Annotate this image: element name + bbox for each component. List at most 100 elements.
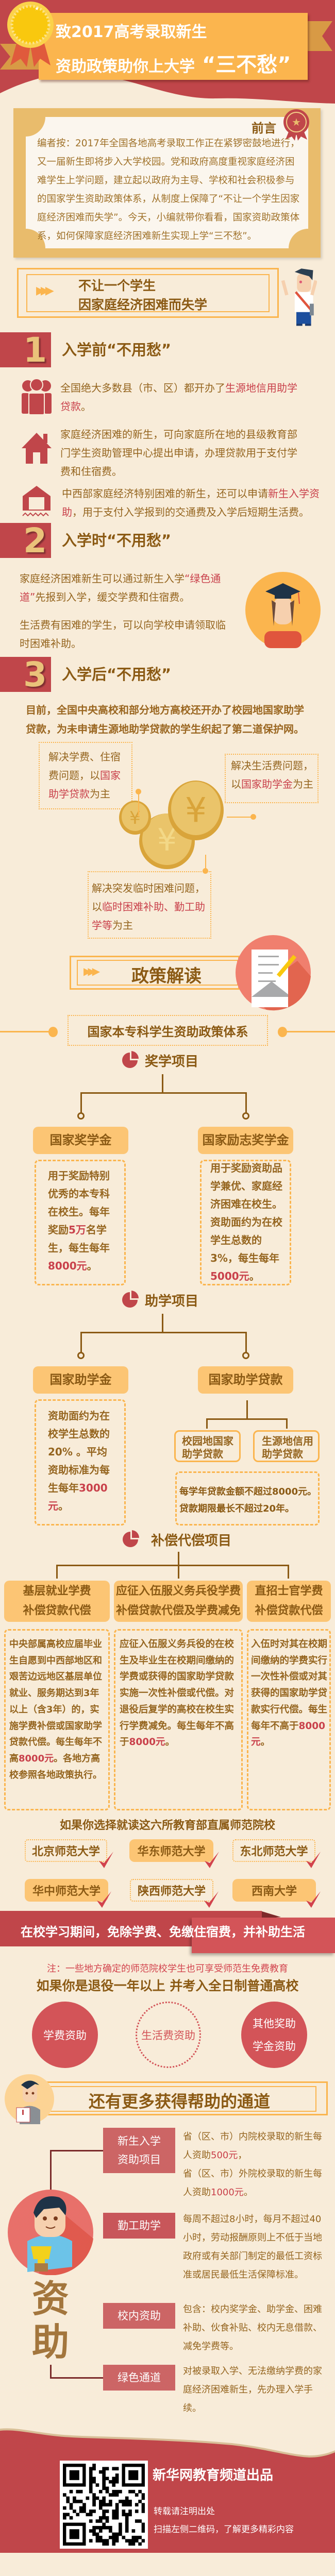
military-desc-box bbox=[114, 1629, 243, 1810]
side-label-zi: 资 bbox=[32, 2277, 70, 2320]
section-2-paragraph-2: 生活费有困难的学生，可以向学校申请领取临时困难补助。 bbox=[20, 616, 232, 653]
connector-line bbox=[205, 855, 206, 870]
header-line: 补偿贷款代偿及学费减免 bbox=[115, 1604, 241, 1617]
connector-line bbox=[227, 817, 254, 818]
text-segment: 用于奖励资助品学兼优、家庭经济困难在校生。资助面约为在校学生总数的3%，每生每年 bbox=[210, 1162, 282, 1264]
tree-line bbox=[80, 1092, 247, 1094]
university-item[interactable]: 北京师范大学 bbox=[25, 1839, 107, 1862]
military-compensation-header: 应征入伍服义务兵役学费补偿贷款代偿及学费减免 bbox=[114, 1581, 243, 1622]
text-segment: 入伍时对其在校期间缴纳的学费实行一次性补偿或对其获得的国家助学贷款实行代偿。每生… bbox=[251, 1639, 328, 1732]
highlight-text: 国家助学贷款 bbox=[48, 769, 121, 800]
header-line: 补偿贷款代偿 bbox=[23, 1604, 91, 1617]
text-segment: 每周不超过8小时，每月不超过40小时，劳动报酬原则上不低于当地政府或有关部门制定… bbox=[183, 2214, 322, 2280]
military-desc: 应征入伍服义务兵役的在校生及毕业生在校期间缴纳的学费或获得的国家助学贷款实施一次… bbox=[120, 1636, 238, 1751]
tree-line bbox=[56, 1565, 58, 1579]
university-item[interactable]: 西南大学 bbox=[232, 1879, 316, 1902]
section-3: 3 入学后“不用愁” 目前，全国中央高校和部分地方高校还开办了校园地国家助学贷款… bbox=[0, 655, 335, 940]
text-segment: 解决学费、住宿费问题，以 bbox=[48, 751, 121, 782]
tree-line bbox=[286, 1418, 288, 1429]
checkmark-icon bbox=[204, 1851, 220, 1871]
timeline-line bbox=[50, 2150, 103, 2151]
tree-line bbox=[162, 1314, 163, 1333]
header-line: 补偿贷款代偿 bbox=[255, 1604, 323, 1617]
tree-line bbox=[162, 1074, 163, 1093]
loan-term-text: 贷款期限最长不超过20年。 bbox=[179, 1503, 295, 1514]
national-scholarship-box bbox=[35, 1160, 126, 1285]
footer-section: 新华网教育频道出品 转载请注明出处 扫描左侧二维码，了解更多精彩内容 bbox=[0, 2427, 335, 2553]
preface-card bbox=[26, 117, 308, 248]
reprint-note: 转载请注明出处 bbox=[154, 2506, 215, 2517]
svg-text:¥: ¥ bbox=[185, 790, 207, 830]
loan-amount-text: 每学年贷款金额不超过8000元。 bbox=[179, 1486, 317, 1497]
tuition-box bbox=[39, 742, 132, 809]
text-segment: 解决突发临时困难问题，以 bbox=[92, 882, 205, 913]
header-section: 致2017高考录取新生 资助政策助你上大学“三不愁” ★ bbox=[0, 0, 335, 106]
student-illustration bbox=[281, 268, 317, 326]
timeline-item-freshman-aid: 新生入学资助项目 bbox=[103, 2128, 175, 2173]
section-1-item-1: 全国绝大多数县（市、区）都开办了生源地信用助学贷款。 bbox=[60, 379, 298, 416]
section-1: 1 入学前“不用愁” 全国绝大多数县（市、区）都开办了生源地信用助学贷款。 家庭… bbox=[0, 327, 335, 523]
preface-section: 前言 ★ 编者按：2017年全国各地高考录取工作正在紧锣密鼓地进行，又一届新生即… bbox=[0, 106, 335, 260]
checkmark-icon bbox=[96, 1890, 112, 1911]
inspirational-scholarship-desc: 用于奖励资助品学兼优、家庭经济困难在校生。资助面约为在校学生总数的3%，每生每年… bbox=[210, 1159, 284, 1285]
grassroots-desc: 中央部属高校应届毕业生自愿到中西部地区和艰苦边远地区基层单位就业、服务期达到3年… bbox=[9, 1636, 105, 1783]
system-title-box: 国家本专科学生资助政策体系 bbox=[68, 1015, 268, 1046]
tree-line bbox=[80, 1332, 247, 1333]
more-channels-title: 还有更多获得帮助的通道 bbox=[89, 2092, 271, 2111]
title-highlight: “三不愁” bbox=[202, 53, 291, 77]
trophy-student-avatar bbox=[8, 2190, 93, 2275]
university-item[interactable]: 东北师范大学 bbox=[232, 1839, 315, 1862]
campus-aid-desc: 包含：校内奖学金、助学金、困难补助、伙食补贴、校内无息借款、减免学费等。 bbox=[183, 2300, 323, 2356]
text-segment: 。 bbox=[81, 400, 91, 413]
intro-banner-inner bbox=[26, 274, 270, 312]
text-segment: 中西部家庭经济特别困难的新生，还可以申请 bbox=[62, 487, 268, 500]
tree-line bbox=[245, 1332, 247, 1353]
divider-line bbox=[0, 1031, 52, 1032]
normal-universities-section: 如果你选择就读这六所教育部直属师范院校 北京师范大学 华东师范大学 东北师范大学… bbox=[0, 1816, 335, 1976]
freshman-aid-desc-2: 省（区、市）外院校录取的新生每人资助1000元。 bbox=[183, 2165, 323, 2202]
highlight-text: 临时困难补助、勤工助学等 bbox=[92, 901, 205, 931]
intro-banner bbox=[17, 268, 279, 318]
section-1-item-3: 中西部家庭经济特别困难的新生，还可以申请新生入学资助，用于支付入学报到的交通费及… bbox=[62, 484, 324, 521]
checkmark-icon bbox=[203, 1890, 220, 1911]
text-segment: 全国绝大多数县（市、区）都开办了 bbox=[60, 382, 225, 394]
svg-text:★: ★ bbox=[35, 6, 39, 12]
section-number: 1 bbox=[23, 330, 47, 370]
header-line: 直招士官学费 bbox=[255, 1585, 323, 1598]
connector-dot bbox=[136, 789, 141, 794]
qr-code[interactable] bbox=[60, 2461, 148, 2549]
text-segment: ，用于支付入学报到的交通费及入学后短期生活费。 bbox=[72, 506, 309, 518]
qr-hint: 扫描左侧二维码，了解更多精彩内容 bbox=[154, 2524, 294, 2535]
people-icon bbox=[22, 379, 52, 415]
grassroots-compensation-header: 基层就业学费补偿贷款代偿 bbox=[4, 1581, 110, 1622]
title-line-2: 资助政策助你上大学“三不愁” bbox=[56, 48, 291, 78]
pie-chart-icon bbox=[122, 1051, 139, 1068]
intro-line-1: 不让一个学生 bbox=[78, 278, 156, 293]
preface-text: 编者按：2017年全国各地高考录取工作正在紧锣密鼓地进行，又一届新生即将步入大学… bbox=[37, 138, 300, 242]
text-segment: 省（区、市）内院校录取的新生每人资助 bbox=[183, 2131, 322, 2161]
section-2: 2 入学时“不用愁” 家庭经济困难新生可以通过新生入学“绿色通道”先报到入学，缓… bbox=[0, 521, 335, 657]
university-item[interactable]: 陕西师范大学 bbox=[130, 1879, 213, 1902]
freshman-aid-desc: 省（区、市）内院校录取的新生每人资助500元，省（区、市）外院校录取的新生每人资… bbox=[183, 2128, 323, 2202]
aid-title: 助学项目 bbox=[145, 1294, 199, 1309]
text-segment: 包含：校内奖学金、助学金、困难补助、伙食补贴、校内无息借款、减免学费等。 bbox=[183, 2304, 322, 2352]
highlight-text: 500元 bbox=[211, 2150, 238, 2161]
university-item[interactable]: 华中师范大学 bbox=[25, 1879, 108, 1902]
normal-universities-note: 注：一些地方确定的师范院校学生也可享受师范生免费教育 bbox=[47, 1963, 288, 1974]
national-scholarship-header: 国家奖学金 bbox=[33, 1127, 128, 1154]
tree-line bbox=[206, 1418, 208, 1429]
text-segment: 为主 bbox=[112, 919, 133, 931]
title-banner: 致2017高考录取新生 资助政策助你上大学“三不愁” bbox=[39, 13, 308, 80]
text-segment: 中央部属高校应届毕业生自愿到中西部地区和艰苦边远地区基层单位就业、服务期达到3年… bbox=[9, 1639, 102, 1764]
checkmark-icon bbox=[305, 1890, 322, 1911]
text-segment: 。 bbox=[260, 1737, 271, 1748]
tree-node bbox=[77, 1112, 85, 1120]
divider-line bbox=[282, 1031, 335, 1032]
university-item[interactable]: 华东师范大学 bbox=[129, 1839, 213, 1862]
freshman-aid-desc-1: 省（区、市）内院校录取的新生每人资助500元， bbox=[183, 2128, 323, 2165]
header-line: 基层就业学费 bbox=[23, 1585, 91, 1598]
producer-credit: 新华网教育频道出品 bbox=[153, 2468, 274, 2483]
text-segment: 为主 bbox=[293, 778, 313, 790]
highlight-text: 8000元 bbox=[19, 1753, 54, 1764]
